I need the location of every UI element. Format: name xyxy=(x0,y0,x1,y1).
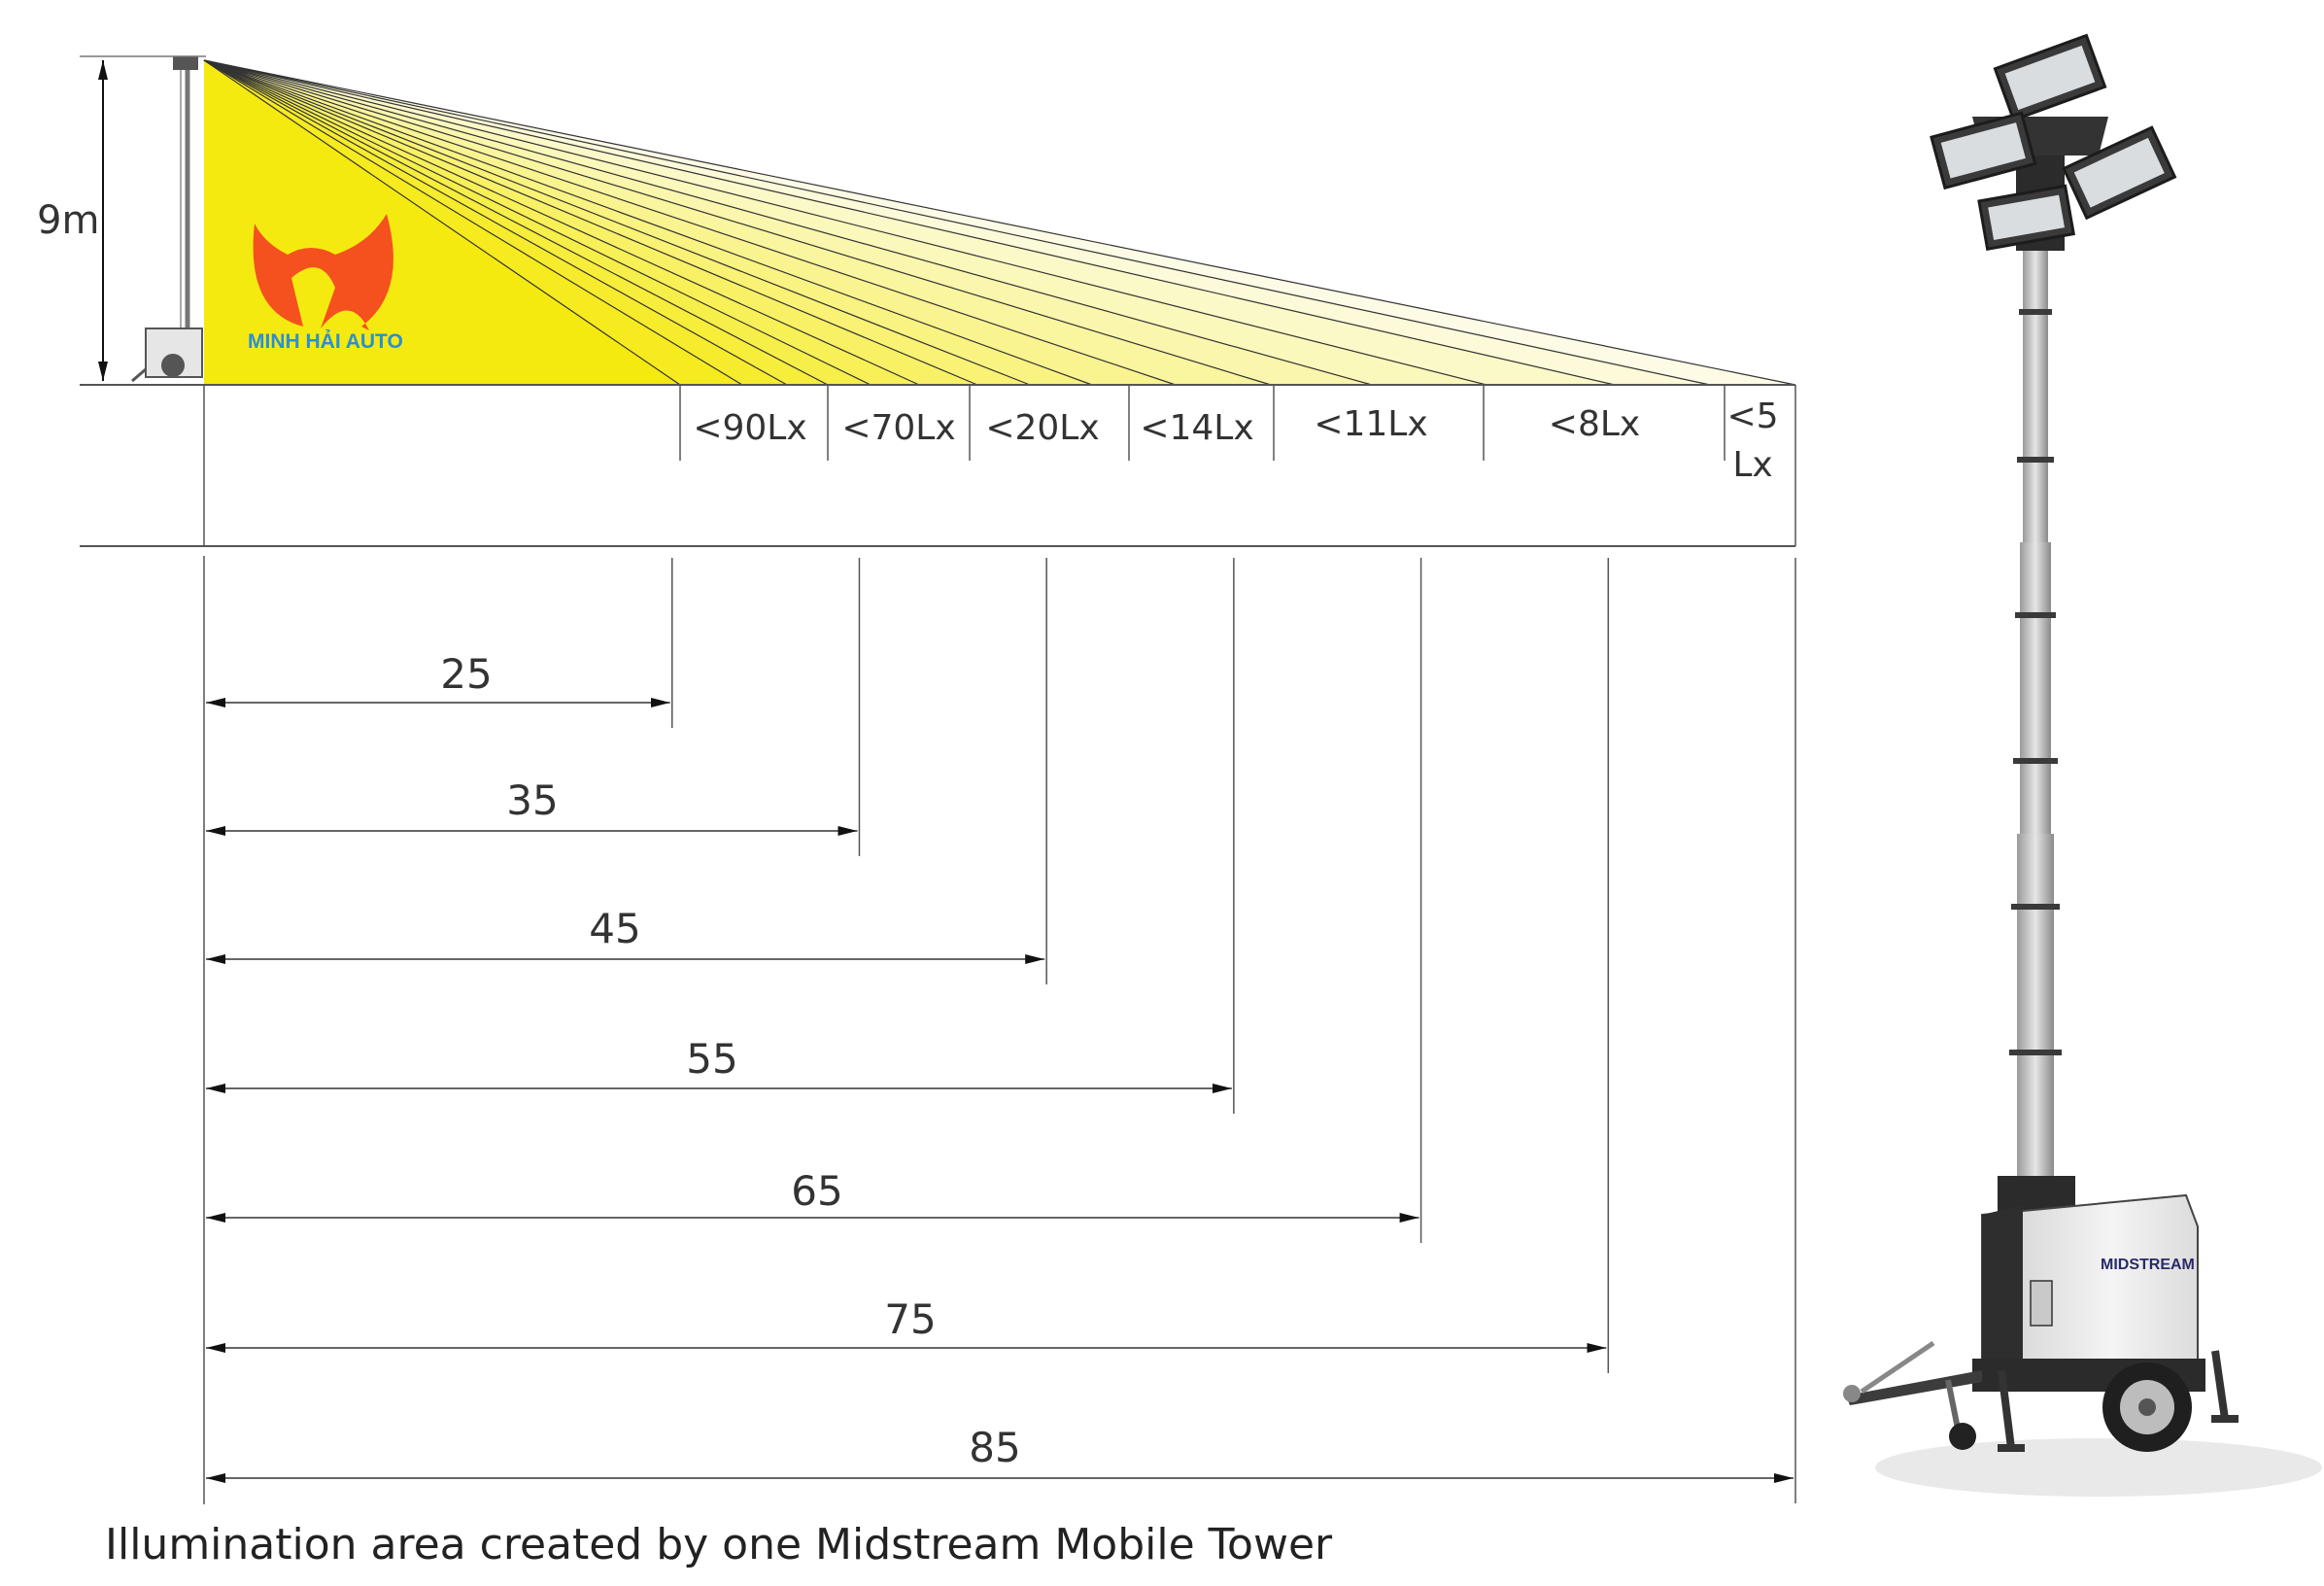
lux-label: <20Lx xyxy=(985,408,1099,448)
fan-ray xyxy=(203,59,1177,386)
lux-label: <70Lx xyxy=(841,408,955,448)
fan-ray xyxy=(203,59,872,386)
distance-label: 85 xyxy=(969,1424,1020,1471)
fan-ray xyxy=(203,59,1373,386)
fan-ray xyxy=(203,59,1272,386)
lux-label: <90Lx xyxy=(693,408,806,448)
lux-label: <14Lx xyxy=(1140,408,1253,448)
logo-mark xyxy=(253,214,393,330)
distance-label: 45 xyxy=(589,905,640,952)
height-label: 9m xyxy=(37,198,99,243)
fan-ray xyxy=(203,59,681,386)
fan-ray xyxy=(203,59,1711,386)
lux-label: Lx xyxy=(1732,445,1772,485)
fan-ray xyxy=(203,59,743,386)
fan-ray xyxy=(203,59,920,386)
light-tower-illustration: MIDSTREAM xyxy=(1843,33,2322,1497)
fan-ray xyxy=(203,59,1487,386)
distance-label: 35 xyxy=(506,776,558,824)
lamp-head xyxy=(1930,33,2177,251)
lux-label: <8Lx xyxy=(1549,404,1640,444)
fan-ray xyxy=(203,59,788,386)
distance-label: 75 xyxy=(884,1295,936,1343)
distance-labels: 25 35 45 55 65 75 85 xyxy=(440,650,1020,1471)
distance-label: 25 xyxy=(440,650,492,698)
height-indicator: 9m xyxy=(37,55,206,386)
diagram-caption: Illumination area created by one Midstre… xyxy=(105,1520,1333,1569)
distance-label: 65 xyxy=(791,1167,842,1215)
fan-ray xyxy=(203,59,1031,386)
fan-ray xyxy=(203,59,1616,386)
distance-dimensions xyxy=(203,556,1796,1504)
lux-label: <11Lx xyxy=(1314,404,1427,444)
logo-text: MINH HẢI AUTO xyxy=(248,330,403,353)
fan-ray xyxy=(203,59,1093,386)
distance-label: 55 xyxy=(686,1035,737,1083)
fan-ray xyxy=(203,59,829,386)
fan-ray xyxy=(203,59,978,386)
tower-brand: MIDSTREAM xyxy=(2101,1257,2195,1273)
lux-label: <5 xyxy=(1726,396,1778,436)
lux-dividers xyxy=(679,385,1726,461)
lux-table: <90Lx <70Lx <20Lx <14Lx <11Lx <8Lx <5 Lx xyxy=(80,384,1796,547)
illumination-fan xyxy=(203,59,1796,386)
fan-ray xyxy=(203,59,1796,386)
brand-logo: MINH HẢI AUTO xyxy=(248,214,403,353)
mini-tower xyxy=(131,56,203,383)
